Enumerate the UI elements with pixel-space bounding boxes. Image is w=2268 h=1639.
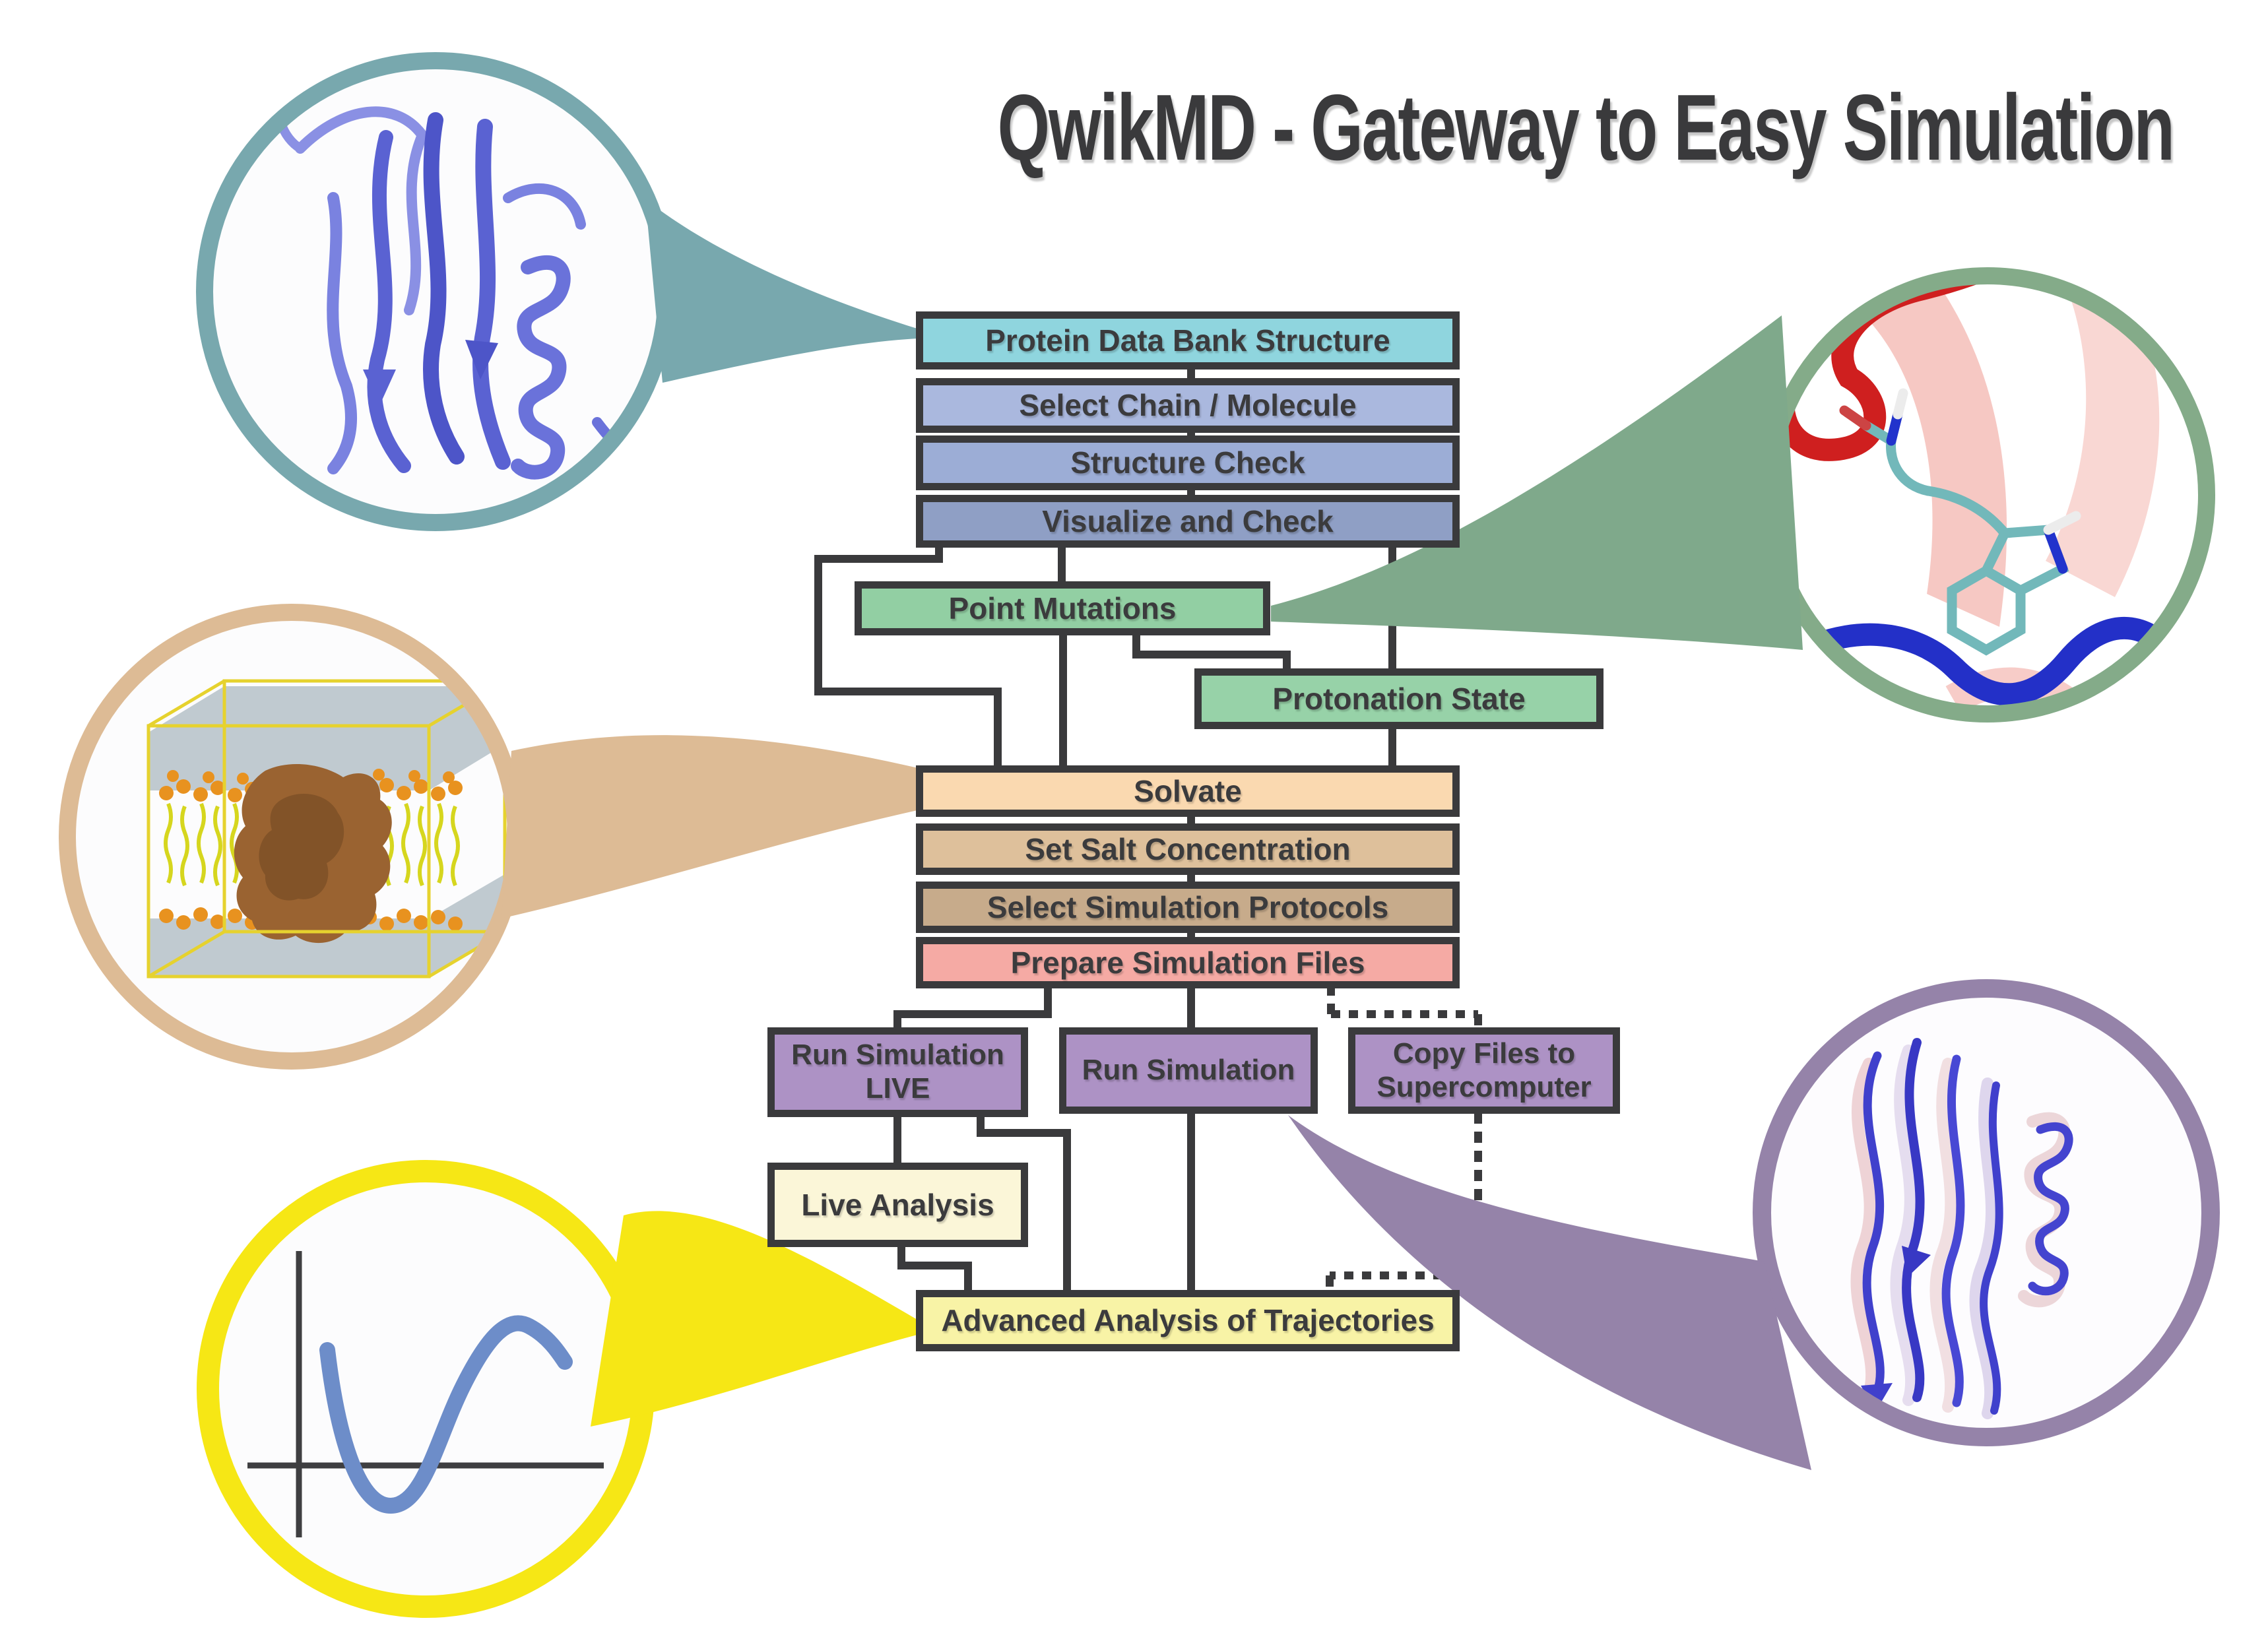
node-label: Point Mutations bbox=[948, 591, 1177, 626]
node-prepare-simulation-files: Prepare Simulation Files bbox=[916, 937, 1460, 988]
node-select-simulation-protocols: Select Simulation Protocols bbox=[916, 882, 1460, 933]
trajectory-overlay-illustration bbox=[1850, 1038, 2073, 1419]
protein-ribbon-illustration bbox=[273, 75, 655, 480]
wedge-yellow-to-advanced bbox=[591, 1211, 917, 1427]
node-label: Structure Check bbox=[1070, 445, 1305, 480]
wedge-green-to-point-mutations bbox=[1271, 315, 1803, 650]
node-protonation-state: Protonation State bbox=[1194, 668, 1604, 729]
node-set-salt-concentration: Set Salt Concentration bbox=[916, 823, 1460, 875]
node-label: Run Simulation bbox=[1082, 1054, 1295, 1087]
node-label: Solvate bbox=[1134, 773, 1242, 808]
node-solvate: Solvate bbox=[916, 765, 1460, 817]
callout-wedges bbox=[502, 199, 1811, 1470]
node-advanced-analysis-of-trajectories: Advanced Analysis of Trajectories bbox=[916, 1290, 1460, 1351]
wedge-purple-to-run-simulation bbox=[1288, 1115, 1811, 1470]
membrane-simulation-box-illustration bbox=[146, 679, 507, 979]
node-label: Set Salt Concentration bbox=[1025, 831, 1351, 866]
node-label: Prepare Simulation Files bbox=[1010, 945, 1365, 980]
node-structure-check: Structure Check bbox=[916, 435, 1460, 490]
inset-circle-plot bbox=[208, 1171, 643, 1607]
page-title: QwikMD - Gateway to Easy Simulation bbox=[997, 75, 2175, 180]
node-label: Protonation State bbox=[1272, 681, 1526, 716]
node-label: Live Analysis bbox=[801, 1187, 994, 1222]
node-run-simulation: Run Simulation bbox=[1059, 1027, 1318, 1114]
node-label: Select Chain / Molecule bbox=[1019, 388, 1357, 423]
node-live-analysis: Live Analysis bbox=[767, 1163, 1028, 1247]
node-protein-data-bank-structure: Protein Data Bank Structure bbox=[916, 311, 1460, 370]
wedge-teal-to-pdb bbox=[645, 199, 917, 383]
inset-ring-purple bbox=[1753, 979, 2220, 1446]
node-select-chain-molecule: Select Chain / Molecule bbox=[916, 378, 1460, 433]
analysis-plot-illustration bbox=[247, 1251, 604, 1537]
mutation-closeup-illustration bbox=[1776, 284, 2165, 706]
node-label: Visualize and Check bbox=[1042, 503, 1334, 538]
node-label: Select Simulation Protocols bbox=[987, 889, 1389, 924]
node-visualize-and-check: Visualize and Check bbox=[916, 495, 1460, 548]
node-point-mutations: Point Mutations bbox=[855, 581, 1270, 635]
node-label: Advanced Analysis of Trajectories bbox=[941, 1303, 1435, 1338]
wedge-tan-to-solvate bbox=[502, 735, 993, 918]
node-label: Protein Data Bank Structure bbox=[985, 323, 1390, 358]
